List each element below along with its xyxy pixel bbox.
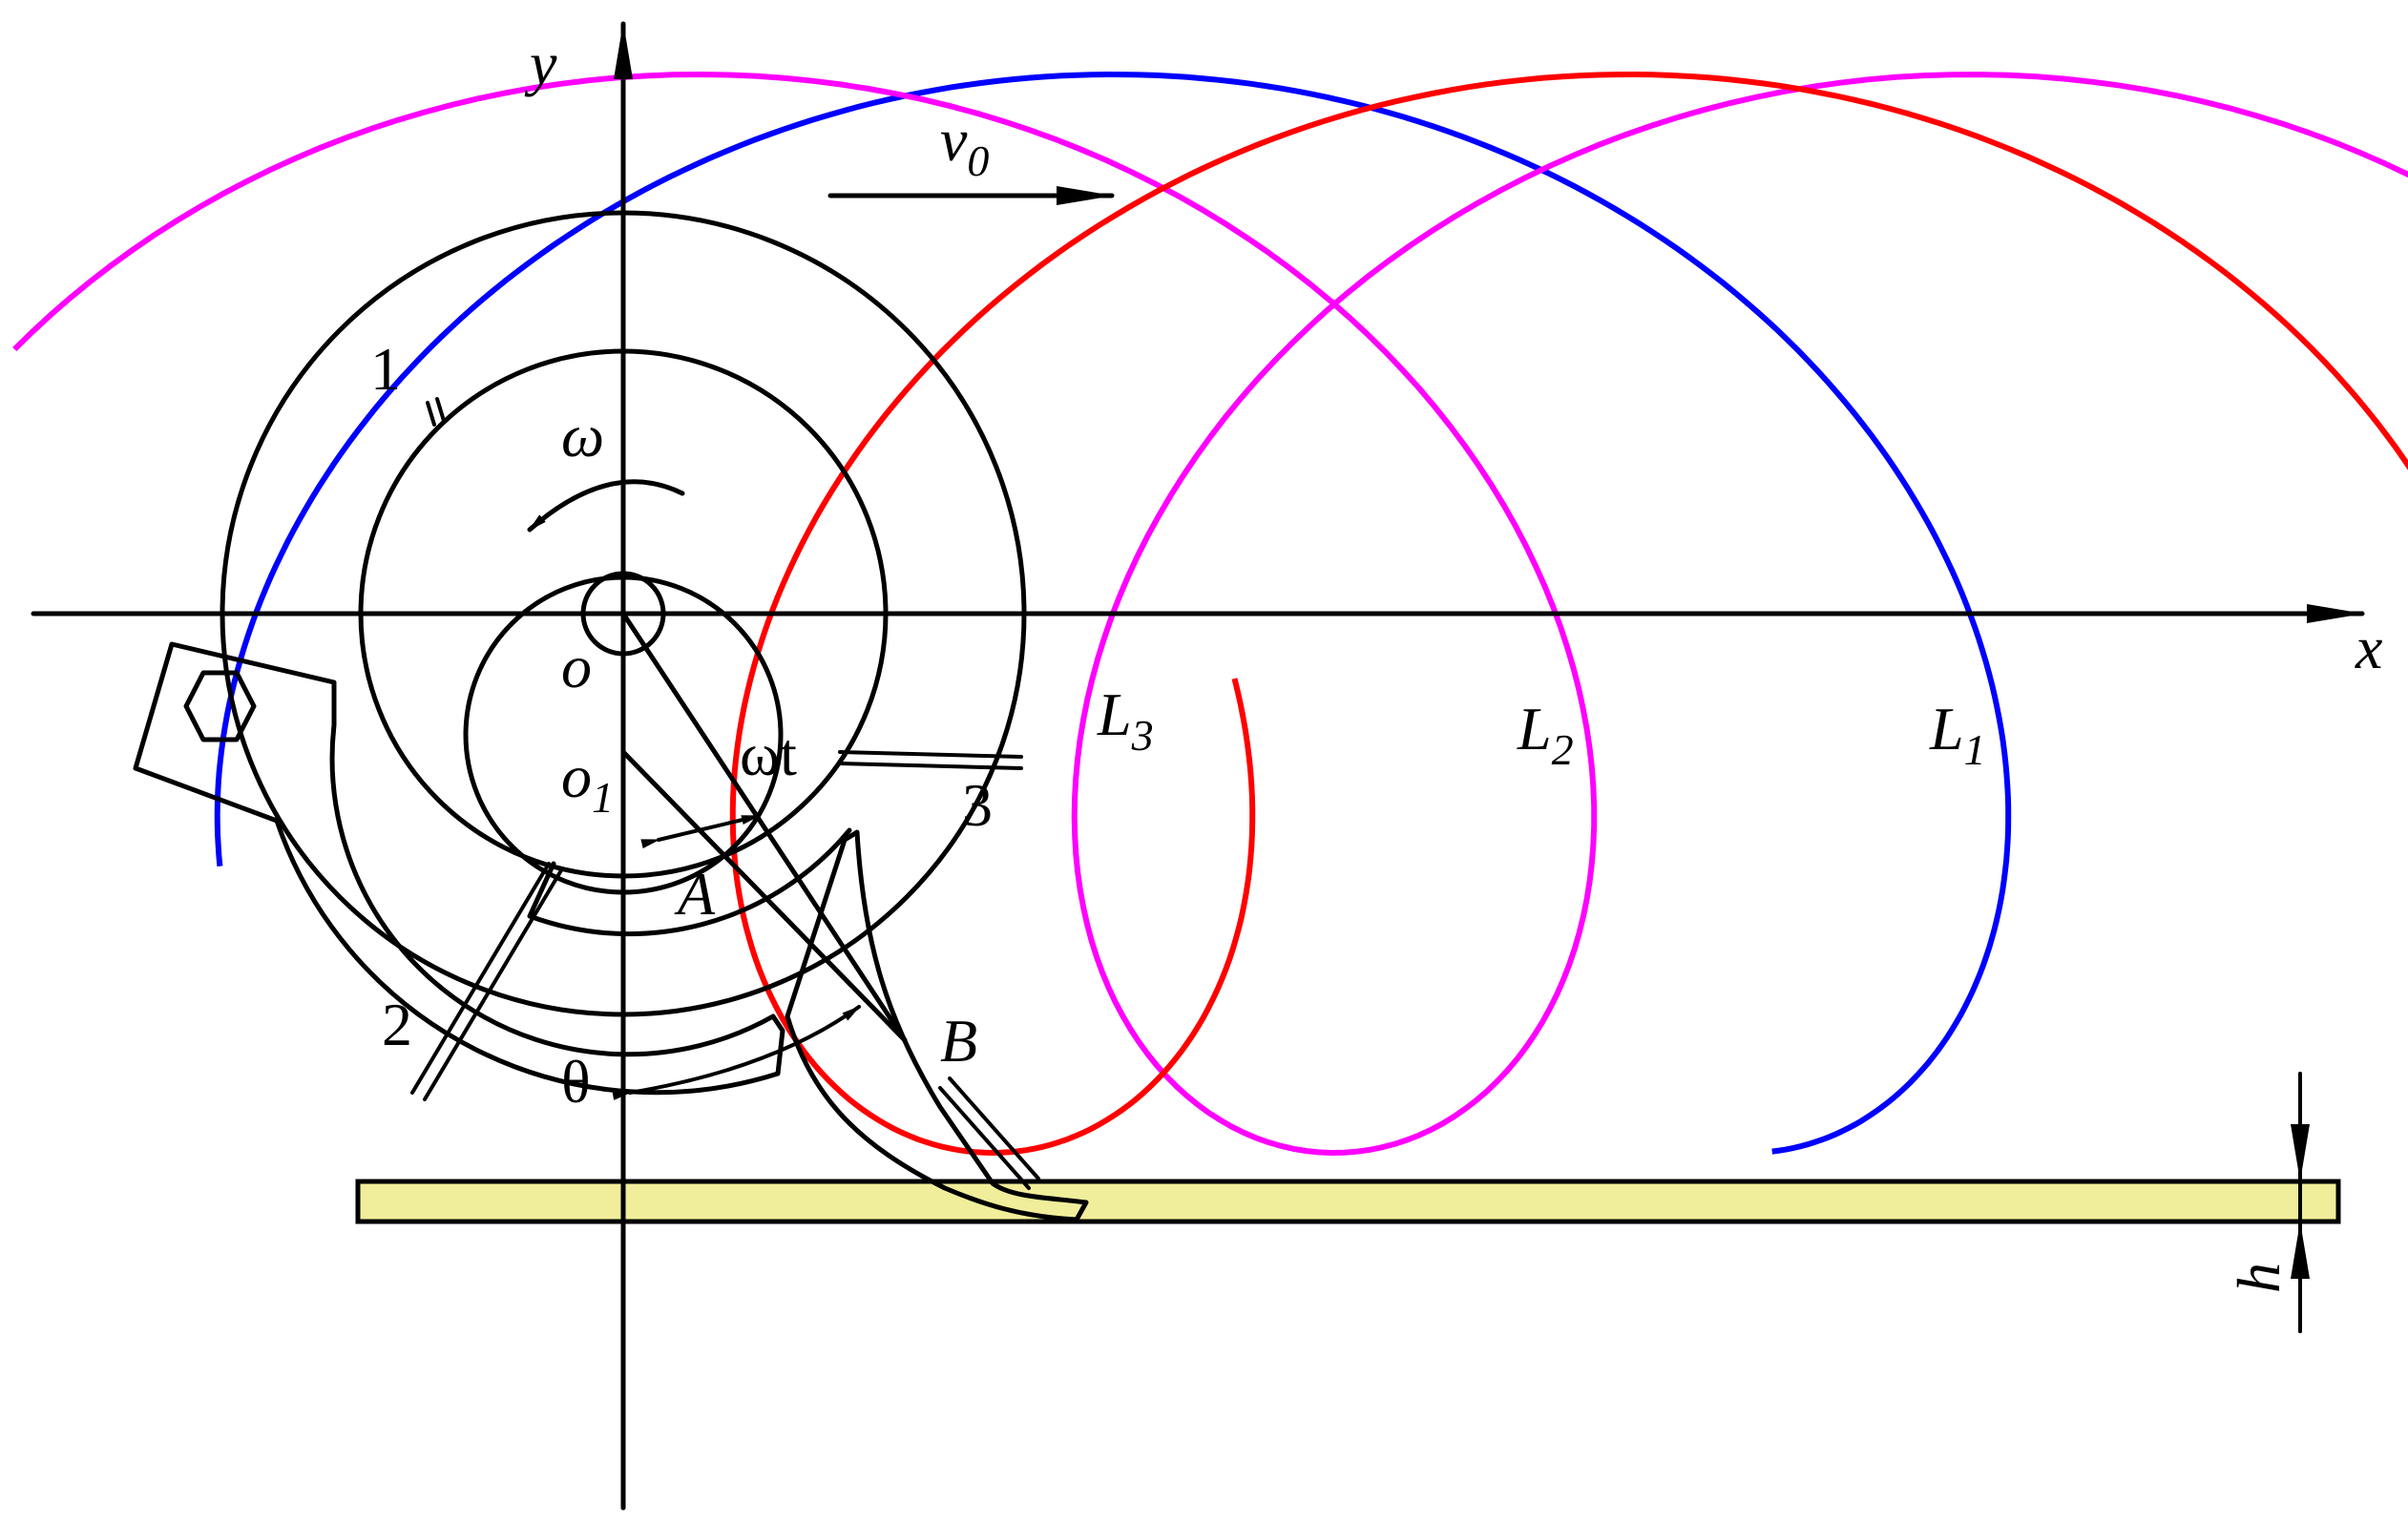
omega-t-arrow bbox=[640, 814, 761, 849]
blade-2-label: 2 bbox=[382, 991, 412, 1058]
velocity-symbol: v bbox=[940, 106, 968, 174]
tine-shank bbox=[938, 1076, 1040, 1190]
omega-rotation-arrow bbox=[527, 479, 685, 533]
curve-l3-subscript: 3 bbox=[1131, 711, 1154, 760]
radius-o1-b bbox=[620, 749, 908, 1043]
x-axis-label: x bbox=[2355, 614, 2382, 681]
curve-l1-label: L1 bbox=[1929, 695, 1986, 774]
blade-1-label: 1 bbox=[370, 335, 401, 403]
theta-label: θ bbox=[561, 1048, 591, 1116]
omega-label: ω bbox=[561, 402, 604, 470]
omega-t-label: ωt bbox=[740, 721, 797, 788]
point-b-label: B bbox=[940, 1007, 977, 1075]
hub-circle bbox=[580, 571, 666, 657]
o1-subscript: 1 bbox=[592, 773, 614, 822]
ground-strip bbox=[355, 1179, 2341, 1224]
eccentric-circle bbox=[463, 574, 784, 895]
depth-label: h bbox=[2225, 1263, 2293, 1293]
curve-l2-symbol: L bbox=[1517, 695, 1552, 762]
trajectory-l1 bbox=[214, 71, 2012, 1155]
velocity-subscript: 0 bbox=[967, 136, 989, 185]
hexagon-bolt-icon bbox=[183, 670, 257, 742]
curve-l3-symbol: L bbox=[1097, 680, 1132, 748]
trajectory-l2 bbox=[12, 71, 2408, 1157]
velocity-label: v0 bbox=[940, 106, 989, 185]
curve-l3-label: L3 bbox=[1097, 680, 1154, 760]
inner-disc-circle bbox=[358, 348, 889, 879]
inner-arc-band bbox=[527, 827, 852, 937]
blade-3 bbox=[838, 750, 1023, 770]
blade-3-label: 3 bbox=[962, 771, 993, 839]
blade-1 bbox=[426, 397, 446, 427]
theta-arrow bbox=[612, 1005, 861, 1100]
curve-l1-symbol: L bbox=[1929, 695, 1964, 762]
curve-l2-subscript: 2 bbox=[1552, 725, 1574, 774]
radius-o-b bbox=[620, 611, 908, 1043]
point-a-label: A bbox=[674, 860, 716, 928]
curve-l1-subscript: 1 bbox=[1964, 725, 1986, 774]
tine-b bbox=[785, 829, 1089, 1222]
trajectory-l3 bbox=[729, 71, 2408, 1157]
o1-label: o1 bbox=[561, 742, 614, 822]
o1-symbol: o bbox=[561, 742, 592, 810]
y-axis-label: y bbox=[524, 30, 557, 97]
curve-l2-label: L2 bbox=[1517, 695, 1574, 774]
origin-label: o bbox=[561, 633, 592, 700]
blade-2 bbox=[410, 862, 563, 1101]
